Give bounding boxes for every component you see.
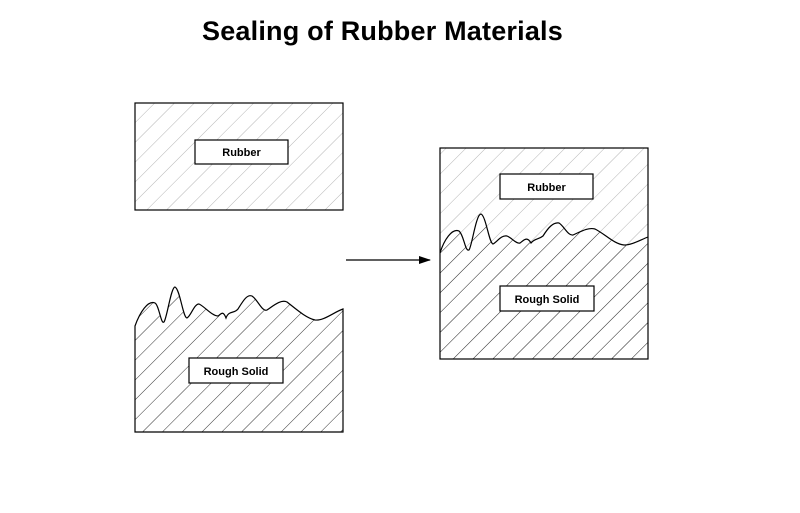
rough-solid-label-box-left — [188, 357, 284, 384]
rough-solid-block-left: Rough Solid — [134, 286, 344, 433]
rough-solid-label-left: Rough Solid — [204, 366, 269, 378]
sealed-block-right: Rubber Rough Solid — [439, 147, 649, 360]
rubber-block-left: Rubber — [134, 102, 344, 211]
rough-solid-label-right: Rough Solid — [515, 294, 580, 306]
rough-solid-label-box-right — [499, 285, 595, 312]
rubber-label-right: Rubber — [527, 182, 566, 194]
rubber-label-left: Rubber — [222, 147, 261, 159]
contact-interface-line — [439, 213, 649, 254]
diagram-title: Sealing of Rubber Materials — [202, 16, 563, 46]
rubber-label-box-right — [499, 173, 594, 200]
sealed-block-border — [439, 147, 649, 360]
rubber-label-box-left — [194, 139, 289, 165]
